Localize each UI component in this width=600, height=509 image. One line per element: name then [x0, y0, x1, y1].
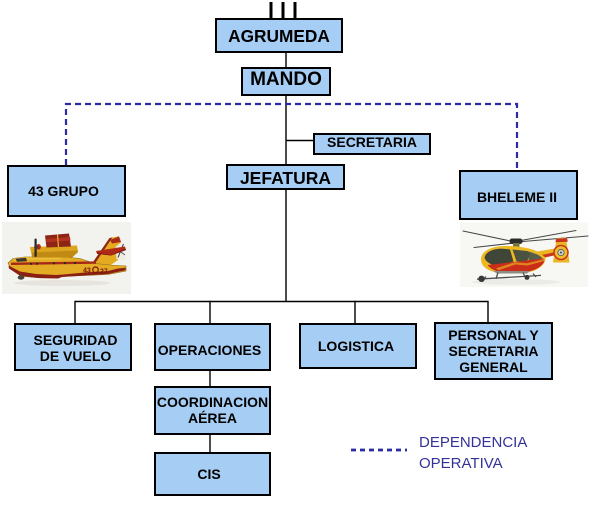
- svg-text:43: 43: [83, 268, 91, 275]
- svg-text:27: 27: [100, 269, 108, 276]
